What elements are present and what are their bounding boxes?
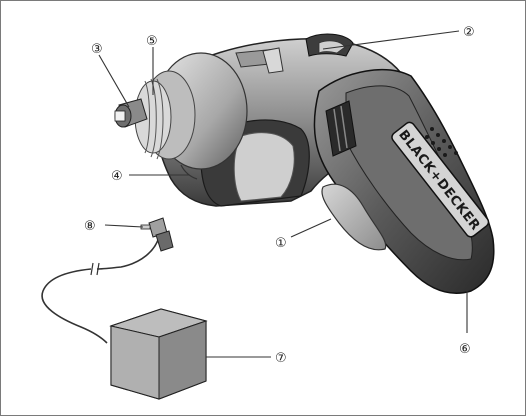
callout-6: ⑥ [459, 342, 471, 357]
callout-1: ① [275, 236, 287, 251]
charger-cable [41, 236, 160, 344]
tool-handle: BLACK+DECKER [313, 68, 495, 294]
trigger [321, 183, 387, 251]
callout-3: ③ [91, 42, 103, 57]
callout-5: ⑤ [146, 34, 158, 49]
callout-7: ⑦ [275, 351, 287, 366]
charger-adapter [109, 308, 208, 400]
callout-4: ④ [111, 169, 123, 184]
callouts: ③ ⑤ ② ④ ① ⑥ ⑦ ⑧ [84, 25, 475, 366]
callout-leaders [98, 30, 468, 358]
callout-8: ⑧ [84, 219, 96, 234]
callout-2: ② [463, 25, 475, 40]
charger-plug [140, 217, 174, 252]
